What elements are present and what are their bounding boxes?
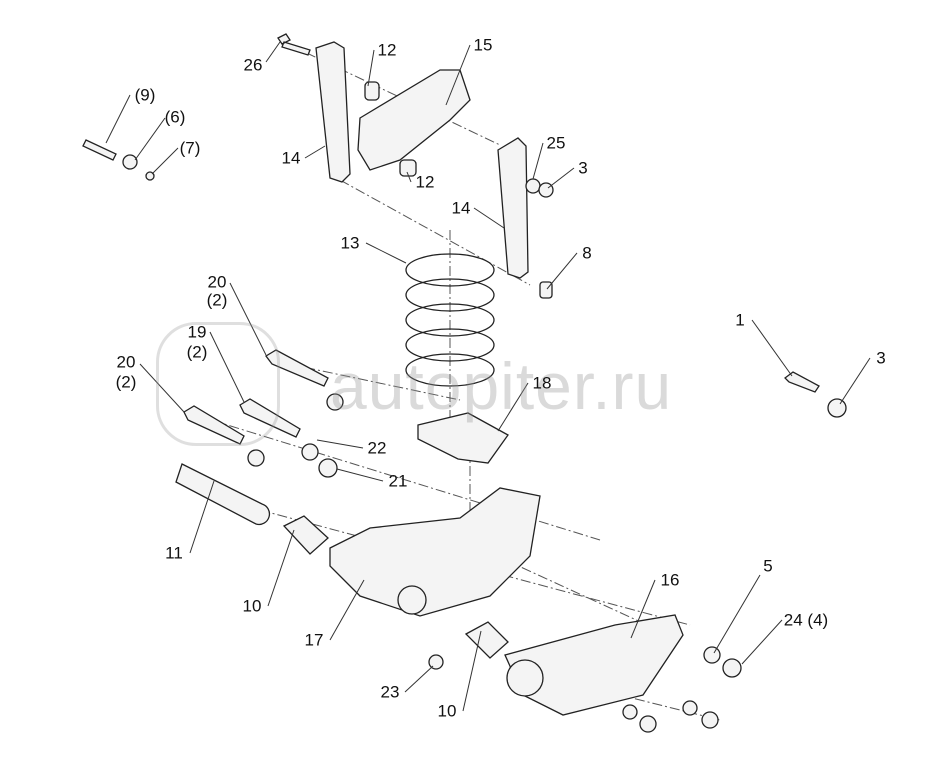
bolt-1 [784, 371, 820, 393]
label-13: 13 [340, 233, 360, 253]
label-20-lower-qty: (2) [115, 372, 137, 392]
washer-5 [703, 646, 721, 664]
label-8: 8 [582, 243, 592, 263]
nut-3-right [827, 398, 847, 418]
watermark-logo [156, 322, 280, 446]
bush-12-bottom [399, 159, 417, 177]
washer-22 [301, 443, 319, 461]
bolt-26 [277, 33, 311, 56]
label-7: (7) [179, 138, 201, 158]
arm-14-left [315, 41, 351, 183]
nut-24-b [639, 715, 657, 733]
label-24: 24 (4) [783, 610, 829, 630]
label-19-qty: (2) [186, 342, 208, 362]
label-10-upper: 10 [242, 596, 262, 616]
bracket-15 [357, 69, 471, 171]
label-1: 1 [735, 310, 745, 330]
label-15: 15 [473, 35, 493, 55]
nut-24-c [701, 711, 719, 729]
nut-3-top [538, 182, 554, 198]
label-20-lower: 20 [116, 352, 136, 372]
label-9: (9) [134, 85, 156, 105]
label-22: 22 [367, 438, 387, 458]
spring-13 [405, 253, 495, 387]
washer-lower [247, 449, 265, 467]
label-16: 16 [660, 570, 680, 590]
arm-14-right [497, 137, 529, 279]
bush-23 [428, 654, 444, 670]
label-3-right: 3 [876, 348, 886, 368]
label-12-top: 12 [377, 40, 397, 60]
bush-10-lower [464, 621, 509, 659]
label-20-upper-qty: (2) [206, 290, 228, 310]
bush-12-top [364, 81, 380, 101]
label-17: 17 [304, 630, 324, 650]
sleeve-11 [175, 463, 271, 526]
washer-b [622, 704, 638, 720]
label-21: 21 [388, 471, 408, 491]
label-20-upper: 20 [207, 272, 227, 292]
label-26: 26 [243, 55, 263, 75]
label-19: 19 [187, 322, 207, 342]
washer-6 [122, 154, 138, 170]
label-14-left: 14 [281, 148, 301, 168]
plate-16 [504, 614, 684, 716]
label-14-right: 14 [451, 198, 471, 218]
body-17 [329, 487, 541, 617]
label-25: 25 [546, 133, 566, 153]
body-17-bore [397, 585, 427, 615]
label-11: 11 [165, 543, 183, 563]
bush-10-upper [282, 515, 329, 555]
washer-25 [525, 178, 541, 194]
label-6: (6) [164, 107, 186, 127]
parts [82, 33, 847, 733]
label-5: 5 [763, 556, 773, 576]
label-23: 23 [380, 682, 400, 702]
pin-9 [82, 139, 117, 161]
washer-c [682, 700, 698, 716]
plate-16-hole [506, 659, 544, 697]
watermark: autopiter.ru [330, 349, 673, 423]
pad-18 [417, 412, 509, 464]
nut-24-a [722, 658, 742, 678]
label-10-lower: 10 [437, 701, 457, 721]
washer-21 [318, 458, 338, 478]
label-12-bottom: 12 [415, 172, 435, 192]
washer-upper [326, 393, 344, 411]
label-18: 18 [532, 373, 552, 393]
label-3-top: 3 [578, 158, 588, 178]
